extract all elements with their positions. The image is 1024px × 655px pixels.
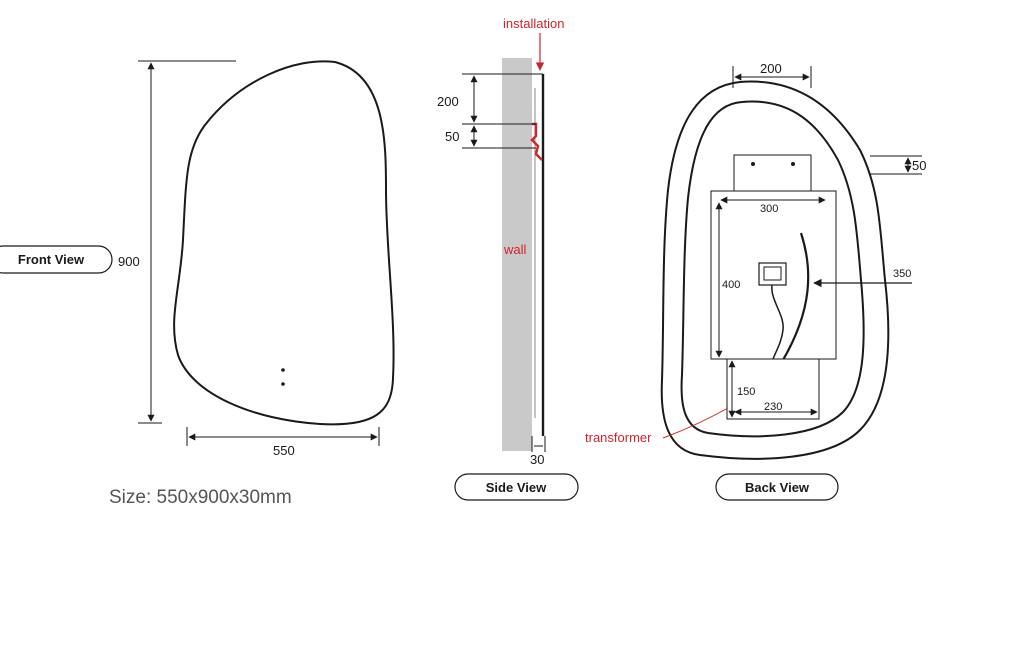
switch-box-inner <box>763 266 782 281</box>
size-specification: Size: 550x900x30mm <box>109 487 292 508</box>
front-height-value: 900 <box>118 254 140 269</box>
side-view-label: Side View <box>486 480 547 495</box>
bracket-screw-left <box>751 162 755 166</box>
wall-label: wall <box>503 242 527 257</box>
side-view-label-pill <box>454 473 579 501</box>
back-mirror-outer-outline <box>660 80 890 460</box>
back-dim-200-value: 200 <box>760 61 782 76</box>
power-cable <box>771 284 784 363</box>
front-view-label-pill <box>0 245 113 274</box>
back-dim-50-value: 50 <box>912 158 926 173</box>
front-width-value: 550 <box>273 443 295 458</box>
side-dim-200-value: 200 <box>437 94 459 109</box>
back-view-label-pill <box>715 473 839 501</box>
front-mirror-outline <box>173 60 395 426</box>
installation-bracket <box>530 122 543 161</box>
transformer-label: transformer <box>585 430 652 445</box>
front-sensor-dot-top <box>281 368 285 372</box>
side-dim-50-value: 50 <box>445 129 459 144</box>
led-strip-curve <box>782 232 810 361</box>
transformer-leader <box>662 407 729 439</box>
hanging-bracket <box>733 154 812 192</box>
front-view-label: Front View <box>18 252 85 267</box>
back-view: 200 50 300 400 350 150 230 transformer <box>585 61 926 501</box>
side-dim-30-value: 30 <box>530 452 544 467</box>
back-dim-230-value: 230 <box>764 401 782 413</box>
back-dim-400-value: 400 <box>722 279 740 291</box>
side-view: installation wall 200 50 30 Side View <box>437 16 579 501</box>
back-dim-150-value: 150 <box>737 386 755 398</box>
bracket-screw-right <box>791 162 795 166</box>
installation-label: installation <box>503 16 564 31</box>
switch-box <box>758 262 787 286</box>
back-dim-350-value: 350 <box>893 268 911 280</box>
front-sensor-dot-bottom <box>281 382 285 386</box>
back-mirror-inner-outline <box>680 100 865 438</box>
back-view-label: Back View <box>745 480 810 495</box>
front-view: 900 550 Front View <box>0 60 395 458</box>
back-dim-300-value: 300 <box>760 203 778 215</box>
